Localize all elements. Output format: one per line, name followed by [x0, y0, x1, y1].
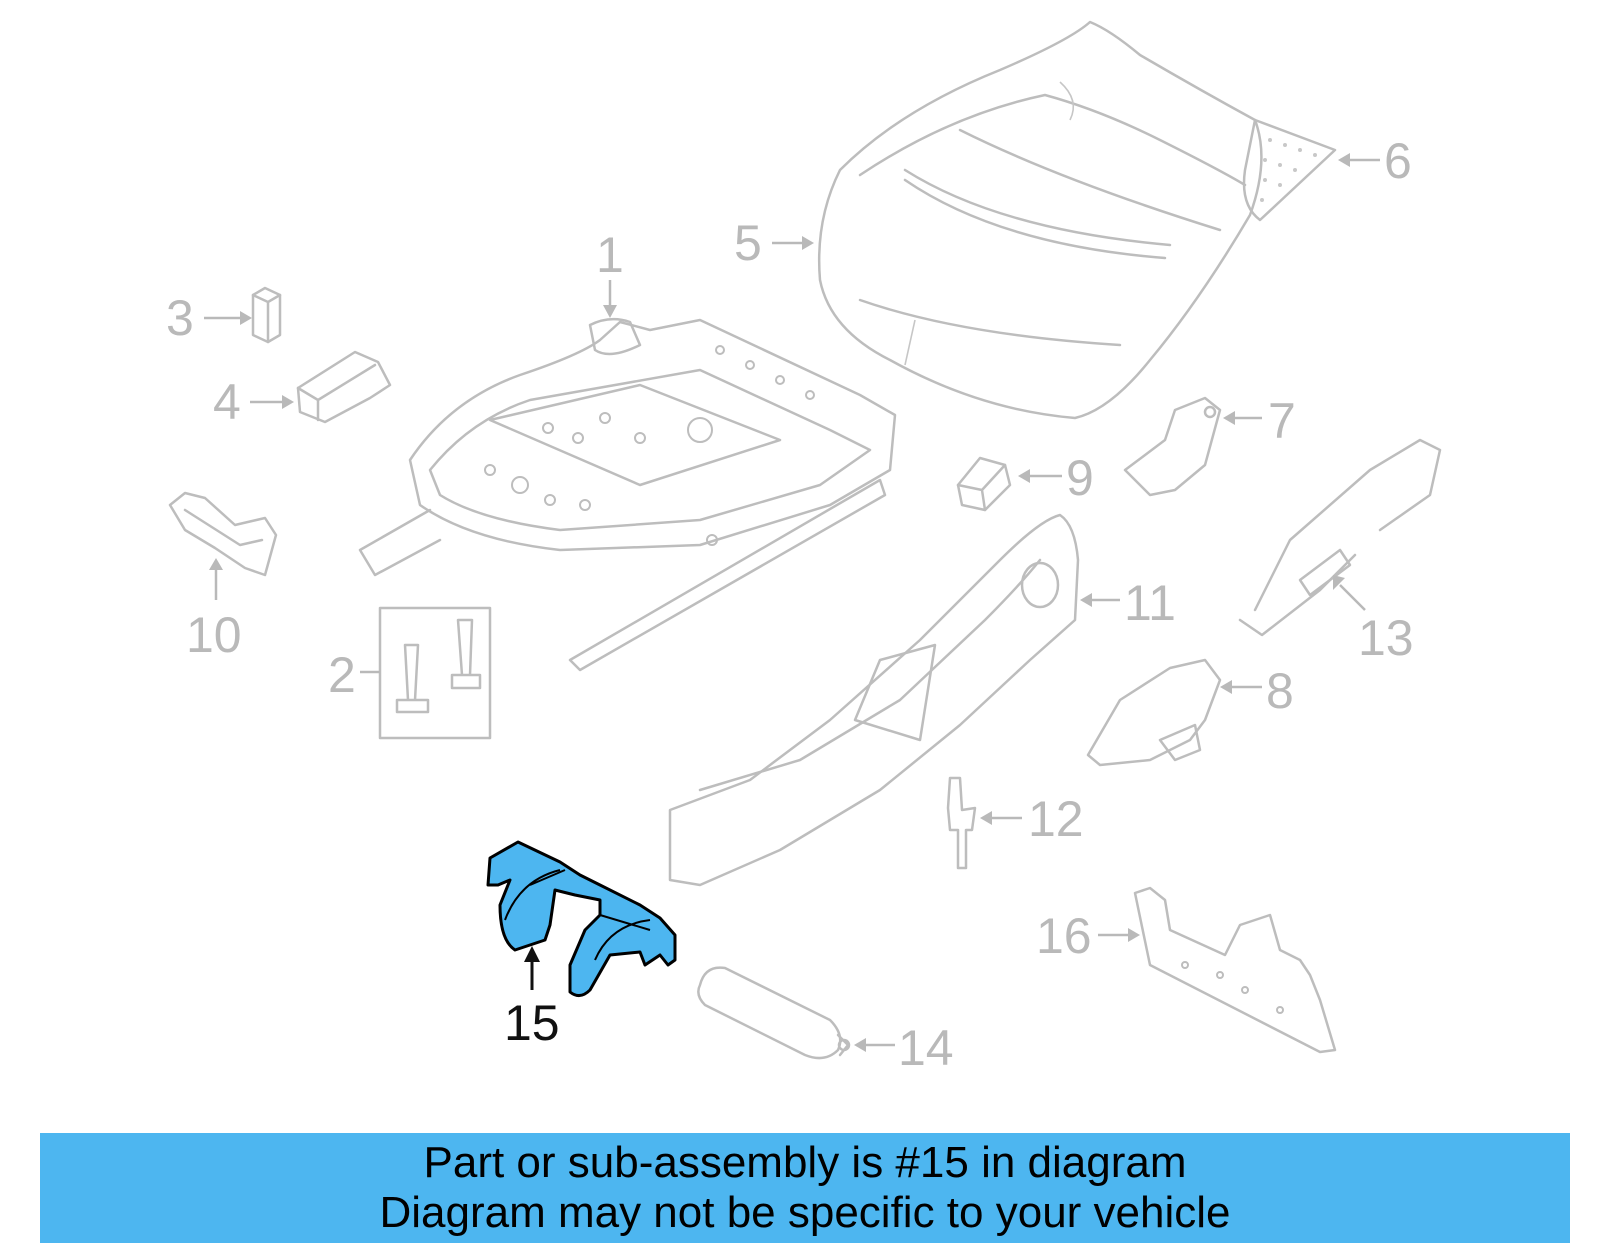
part-14-tube	[697, 966, 851, 1060]
part-10-handle	[168, 491, 278, 577]
callout-3: 3	[166, 290, 194, 346]
parts-diagram: 1 2 3 4 5 6 7 8 9 10 11 12 13 14 15 16	[166, 20, 1442, 1076]
banner-line-disclaimer: Diagram may not be specific to your vehi…	[379, 1188, 1231, 1237]
callout-14: 14	[898, 1020, 954, 1076]
part-11-side-shield	[668, 513, 1080, 887]
part-6-mesh-pad	[1242, 118, 1337, 222]
callout-16: 16	[1036, 908, 1092, 964]
callout-2: 2	[328, 647, 356, 703]
callout-9: 9	[1066, 450, 1094, 506]
callout-12: 12	[1028, 791, 1084, 847]
banner-line-part-number: Part or sub-assembly is #15 in diagram	[423, 1138, 1187, 1187]
callout-7: 7	[1268, 393, 1296, 449]
part-16-bracket	[1133, 886, 1337, 1054]
callout-10: 10	[186, 607, 242, 663]
part-15-bracket	[486, 840, 677, 997]
part-8-knob	[1086, 658, 1222, 767]
callout-8: 8	[1266, 663, 1294, 719]
part-3-cap	[251, 286, 282, 344]
part-7-bracket	[1123, 396, 1222, 497]
part-12-pin	[946, 776, 977, 870]
part-1-seat-frame	[358, 317, 897, 672]
info-banner: Part or sub-assembly is #15 in diagram D…	[40, 1133, 1570, 1243]
part-2-bolts	[378, 606, 492, 740]
part-13-cable	[1238, 438, 1442, 637]
callout-4: 4	[213, 374, 241, 430]
leader-arrows	[204, 153, 1380, 1052]
part-4-bracket	[296, 350, 392, 424]
callout-13: 13	[1358, 610, 1414, 666]
part-9-clip	[956, 456, 1012, 512]
callout-1: 1	[596, 227, 624, 283]
callout-5: 5	[734, 215, 762, 271]
callout-11: 11	[1124, 575, 1176, 631]
part-5-seat-cushion	[817, 20, 1263, 420]
callout-15: 15	[504, 995, 560, 1051]
callout-6: 6	[1384, 133, 1412, 189]
